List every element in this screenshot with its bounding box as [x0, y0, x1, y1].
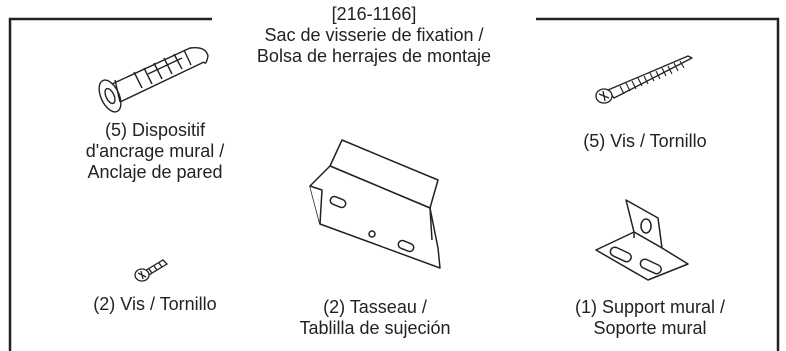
long-screw-label: (5) Vis / Tornillo: [583, 131, 707, 151]
wall-bracket-illustration: [595, 199, 689, 281]
long-screw-illustration: [595, 55, 693, 104]
cleat-illustration: [309, 139, 441, 269]
kit-title: [216-1166] Sac de visserie de fixation /…: [212, 4, 536, 67]
short-screw-label: (2) Vis / Tornillo: [93, 294, 217, 314]
wall-anchor-illustration: [98, 46, 209, 113]
title-spanish: Bolsa de herrajes de montaje: [256, 46, 492, 66]
bracket-label: (1) Support mural / Soporte mural: [574, 297, 726, 338]
cleat-label: (2) Tasseau / Tablilla de sujeción: [299, 297, 451, 338]
part-number: [216-1166]: [331, 4, 417, 24]
title-french: Sac de visserie de fixation /: [264, 25, 484, 45]
short-screw-illustration: [134, 259, 169, 282]
anchor-label: (5) Dispositif d'ancrage mural / Anclaje…: [85, 120, 225, 182]
